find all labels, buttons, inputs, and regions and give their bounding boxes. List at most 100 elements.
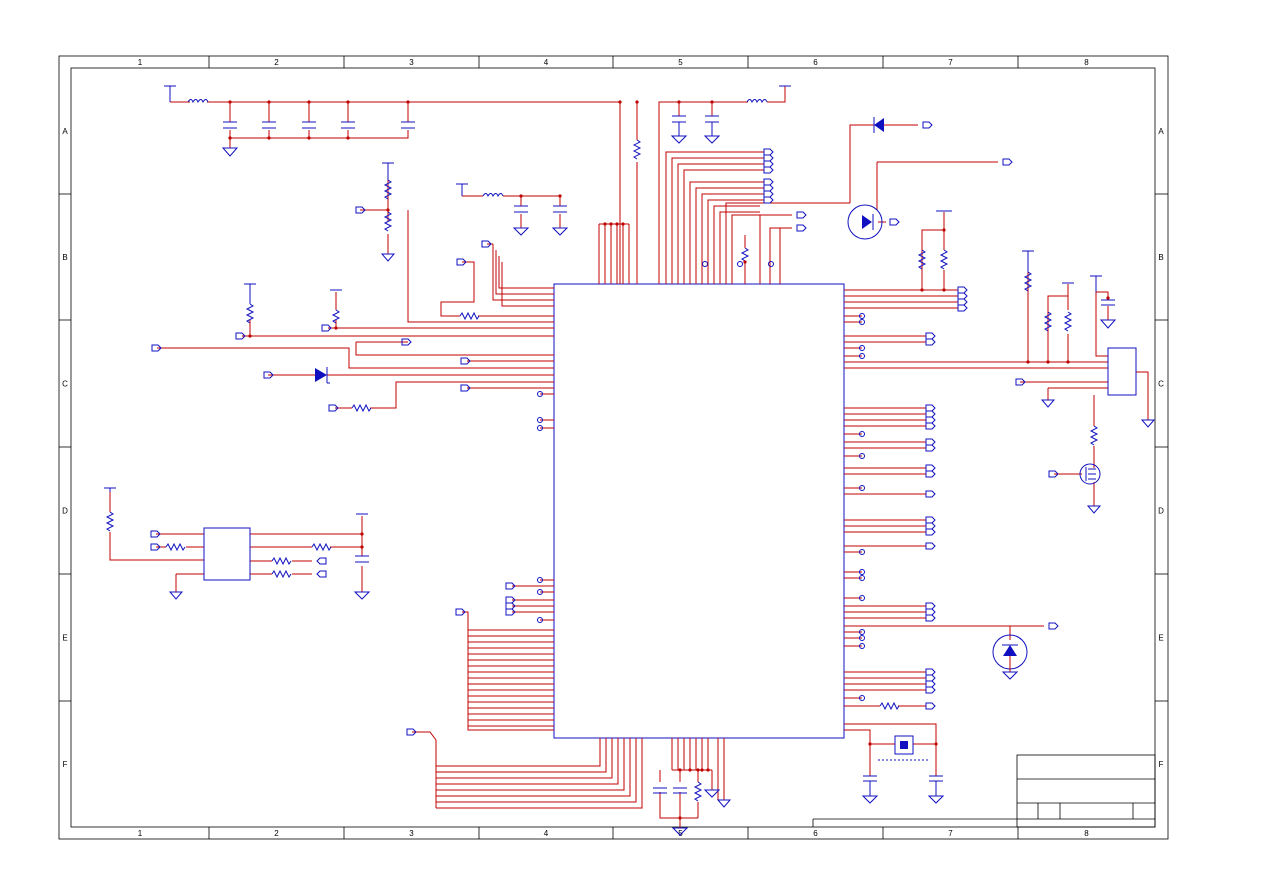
junction-dot bbox=[346, 100, 350, 104]
no-connect-node bbox=[537, 417, 543, 423]
junction-dot bbox=[868, 742, 872, 746]
row-label: C bbox=[62, 380, 68, 389]
net-port bbox=[925, 416, 936, 424]
net-port bbox=[925, 602, 936, 610]
column-label: 5 bbox=[678, 829, 683, 838]
net-port bbox=[957, 292, 968, 300]
no-connect-nodes bbox=[537, 261, 865, 701]
net-ports bbox=[150, 121, 1059, 736]
ground-symbols bbox=[168, 122, 1156, 836]
net-port bbox=[1002, 158, 1013, 166]
net-port bbox=[925, 680, 936, 688]
no-connect-node bbox=[859, 431, 865, 437]
net-port bbox=[505, 582, 516, 590]
row-label: B bbox=[62, 253, 67, 262]
ic-u2 bbox=[203, 527, 251, 581]
column-label: 3 bbox=[409, 829, 414, 838]
net-port bbox=[763, 148, 774, 156]
net-port bbox=[150, 530, 161, 538]
junction-dot bbox=[1026, 360, 1030, 364]
no-connect-node bbox=[537, 425, 543, 431]
junction-dot bbox=[710, 100, 714, 104]
junction-dot bbox=[360, 545, 364, 549]
junction-dot bbox=[307, 136, 311, 140]
junction-dot bbox=[346, 136, 350, 140]
net-port bbox=[925, 614, 936, 622]
junction-dot bbox=[678, 768, 682, 772]
inductor-l1 bbox=[187, 99, 209, 104]
column-label: 1 bbox=[138, 58, 143, 67]
column-label: 8 bbox=[1084, 829, 1089, 838]
no-connect-node bbox=[859, 345, 865, 351]
resistors bbox=[105, 139, 1099, 802]
net-port bbox=[316, 570, 327, 578]
row-label: F bbox=[1159, 760, 1164, 769]
power-rails bbox=[104, 85, 1102, 515]
junction-dot bbox=[603, 222, 607, 226]
column-label: 6 bbox=[813, 58, 818, 67]
net-port bbox=[763, 184, 774, 192]
junction-dot bbox=[360, 532, 364, 536]
net-port bbox=[460, 384, 471, 392]
net-port bbox=[889, 218, 900, 226]
no-connect-node bbox=[737, 261, 743, 267]
no-connect-node bbox=[859, 643, 865, 649]
junction-dot bbox=[635, 100, 639, 104]
net-port bbox=[925, 490, 936, 498]
net-port bbox=[925, 528, 936, 536]
net-port bbox=[925, 470, 936, 478]
row-label: A bbox=[1158, 127, 1164, 136]
inductor-l3 bbox=[482, 193, 504, 198]
net-port bbox=[925, 410, 936, 418]
no-connect-node bbox=[537, 391, 543, 397]
net-port bbox=[957, 286, 968, 294]
junction-dot bbox=[1106, 296, 1110, 300]
net-port bbox=[455, 608, 466, 616]
net-port bbox=[957, 304, 968, 312]
junction-dot bbox=[307, 100, 311, 104]
inductor-l2 bbox=[746, 99, 768, 104]
net-port bbox=[925, 702, 936, 710]
led-d3 bbox=[847, 204, 883, 240]
junction-dot bbox=[743, 260, 747, 264]
junction-dot bbox=[1046, 360, 1050, 364]
led-d4 bbox=[992, 634, 1028, 672]
row-label: C bbox=[1158, 380, 1164, 389]
diode-d2 bbox=[873, 117, 884, 133]
net-port bbox=[763, 196, 774, 204]
no-connect-node bbox=[859, 485, 865, 491]
net-port bbox=[796, 224, 807, 232]
net-port bbox=[925, 338, 936, 346]
net-port bbox=[763, 154, 774, 162]
junction-dot bbox=[934, 742, 938, 746]
junction-dot bbox=[696, 768, 700, 772]
column-label: 7 bbox=[948, 829, 953, 838]
net-port bbox=[925, 444, 936, 452]
no-connect-node bbox=[859, 595, 865, 601]
row-label: A bbox=[62, 127, 68, 136]
junction-dot bbox=[386, 208, 390, 212]
junction-dot bbox=[248, 334, 252, 338]
net-port bbox=[316, 557, 327, 565]
no-connect-node bbox=[859, 569, 865, 575]
junction-dot bbox=[621, 222, 625, 226]
net-port bbox=[406, 728, 417, 736]
column-label: 1 bbox=[138, 829, 143, 838]
net-port bbox=[957, 298, 968, 306]
no-connect-node bbox=[859, 695, 865, 701]
net-port bbox=[925, 674, 936, 682]
row-label: B bbox=[1158, 253, 1163, 262]
junction-dot bbox=[406, 100, 410, 104]
net-port bbox=[925, 608, 936, 616]
net-port bbox=[925, 438, 936, 446]
junction-dot bbox=[618, 100, 622, 104]
net-port bbox=[796, 211, 807, 219]
junction-dot bbox=[678, 816, 682, 820]
junction-dot bbox=[558, 194, 562, 198]
junction-dot bbox=[228, 136, 232, 140]
junction-dot bbox=[920, 288, 924, 292]
no-connect-node bbox=[537, 577, 543, 583]
